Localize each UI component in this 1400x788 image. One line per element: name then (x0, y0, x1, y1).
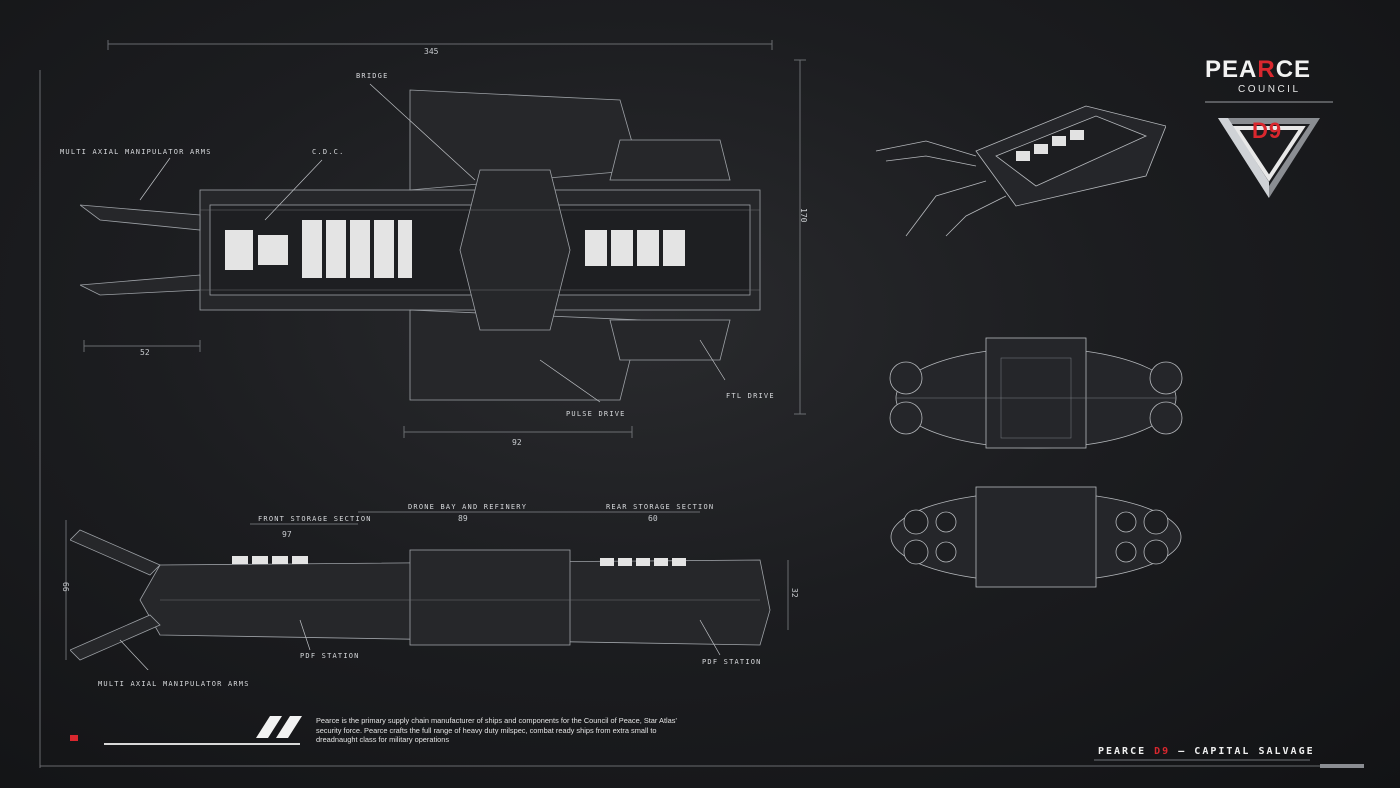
dim-height-left: 66 (61, 582, 70, 592)
dim-drone-bay: 89 (458, 514, 468, 523)
footer-brand: PEARCE (1098, 746, 1147, 757)
label-ftl-drive: FTL DRIVE (726, 392, 775, 400)
ship-top-view (80, 83, 761, 403)
description-text: Pearce is the primary supply chain manuf… (316, 716, 677, 745)
label-pdf-station-1: PDF STATION (300, 652, 360, 660)
dim-center-section: 92 (512, 438, 522, 447)
label-front-storage: FRONT STORAGE SECTION (258, 515, 372, 523)
dim-height-right: 32 (790, 588, 799, 598)
dim-left-section: 52 (140, 348, 150, 357)
brand-prefix: PEA (1205, 56, 1258, 83)
brand-logo: PEARCE (1205, 56, 1335, 84)
label-pulse-drive: PULSE DRIVE (566, 410, 626, 418)
d9-emblem-icon (1218, 118, 1320, 198)
emblem-code: D9 (1252, 118, 1283, 143)
ship-side-view (70, 529, 771, 670)
dim-overall-length: 345 (424, 47, 439, 56)
brand-accent: R (1257, 56, 1276, 83)
label-pdf-station-2: PDF STATION (702, 658, 762, 666)
label-rear-storage: REAR STORAGE SECTION (606, 503, 715, 511)
label-drone-bay: DRONE BAY AND REFINERY (408, 503, 528, 511)
footer-ship-class: CAPITAL SALVAGE (1194, 746, 1315, 757)
label-arms-top: MULTI AXIAL MANIPULATOR ARMS (60, 148, 212, 156)
label-cdc: C.D.C. (312, 148, 345, 156)
ship-front-view (889, 337, 1183, 449)
dim-rear-storage: 60 (648, 514, 658, 523)
label-bridge: BRIDGE (356, 72, 389, 80)
footer-code: D9 (1154, 746, 1171, 757)
ship-perspective-view (875, 105, 1166, 237)
brand-subtitle: COUNCIL (1238, 84, 1301, 95)
dim-overall-width: 170 (799, 208, 808, 223)
footer-title: PEARCE D9 – CAPITAL SALVAGE (1098, 746, 1315, 757)
dim-front-storage: 97 (282, 530, 292, 539)
ship-rear-view (890, 486, 1182, 588)
brand-suffix: CE (1275, 56, 1312, 83)
label-arms-side: MULTI AXIAL MANIPULATOR ARMS (98, 680, 250, 688)
footer-separator: – (1178, 746, 1187, 757)
